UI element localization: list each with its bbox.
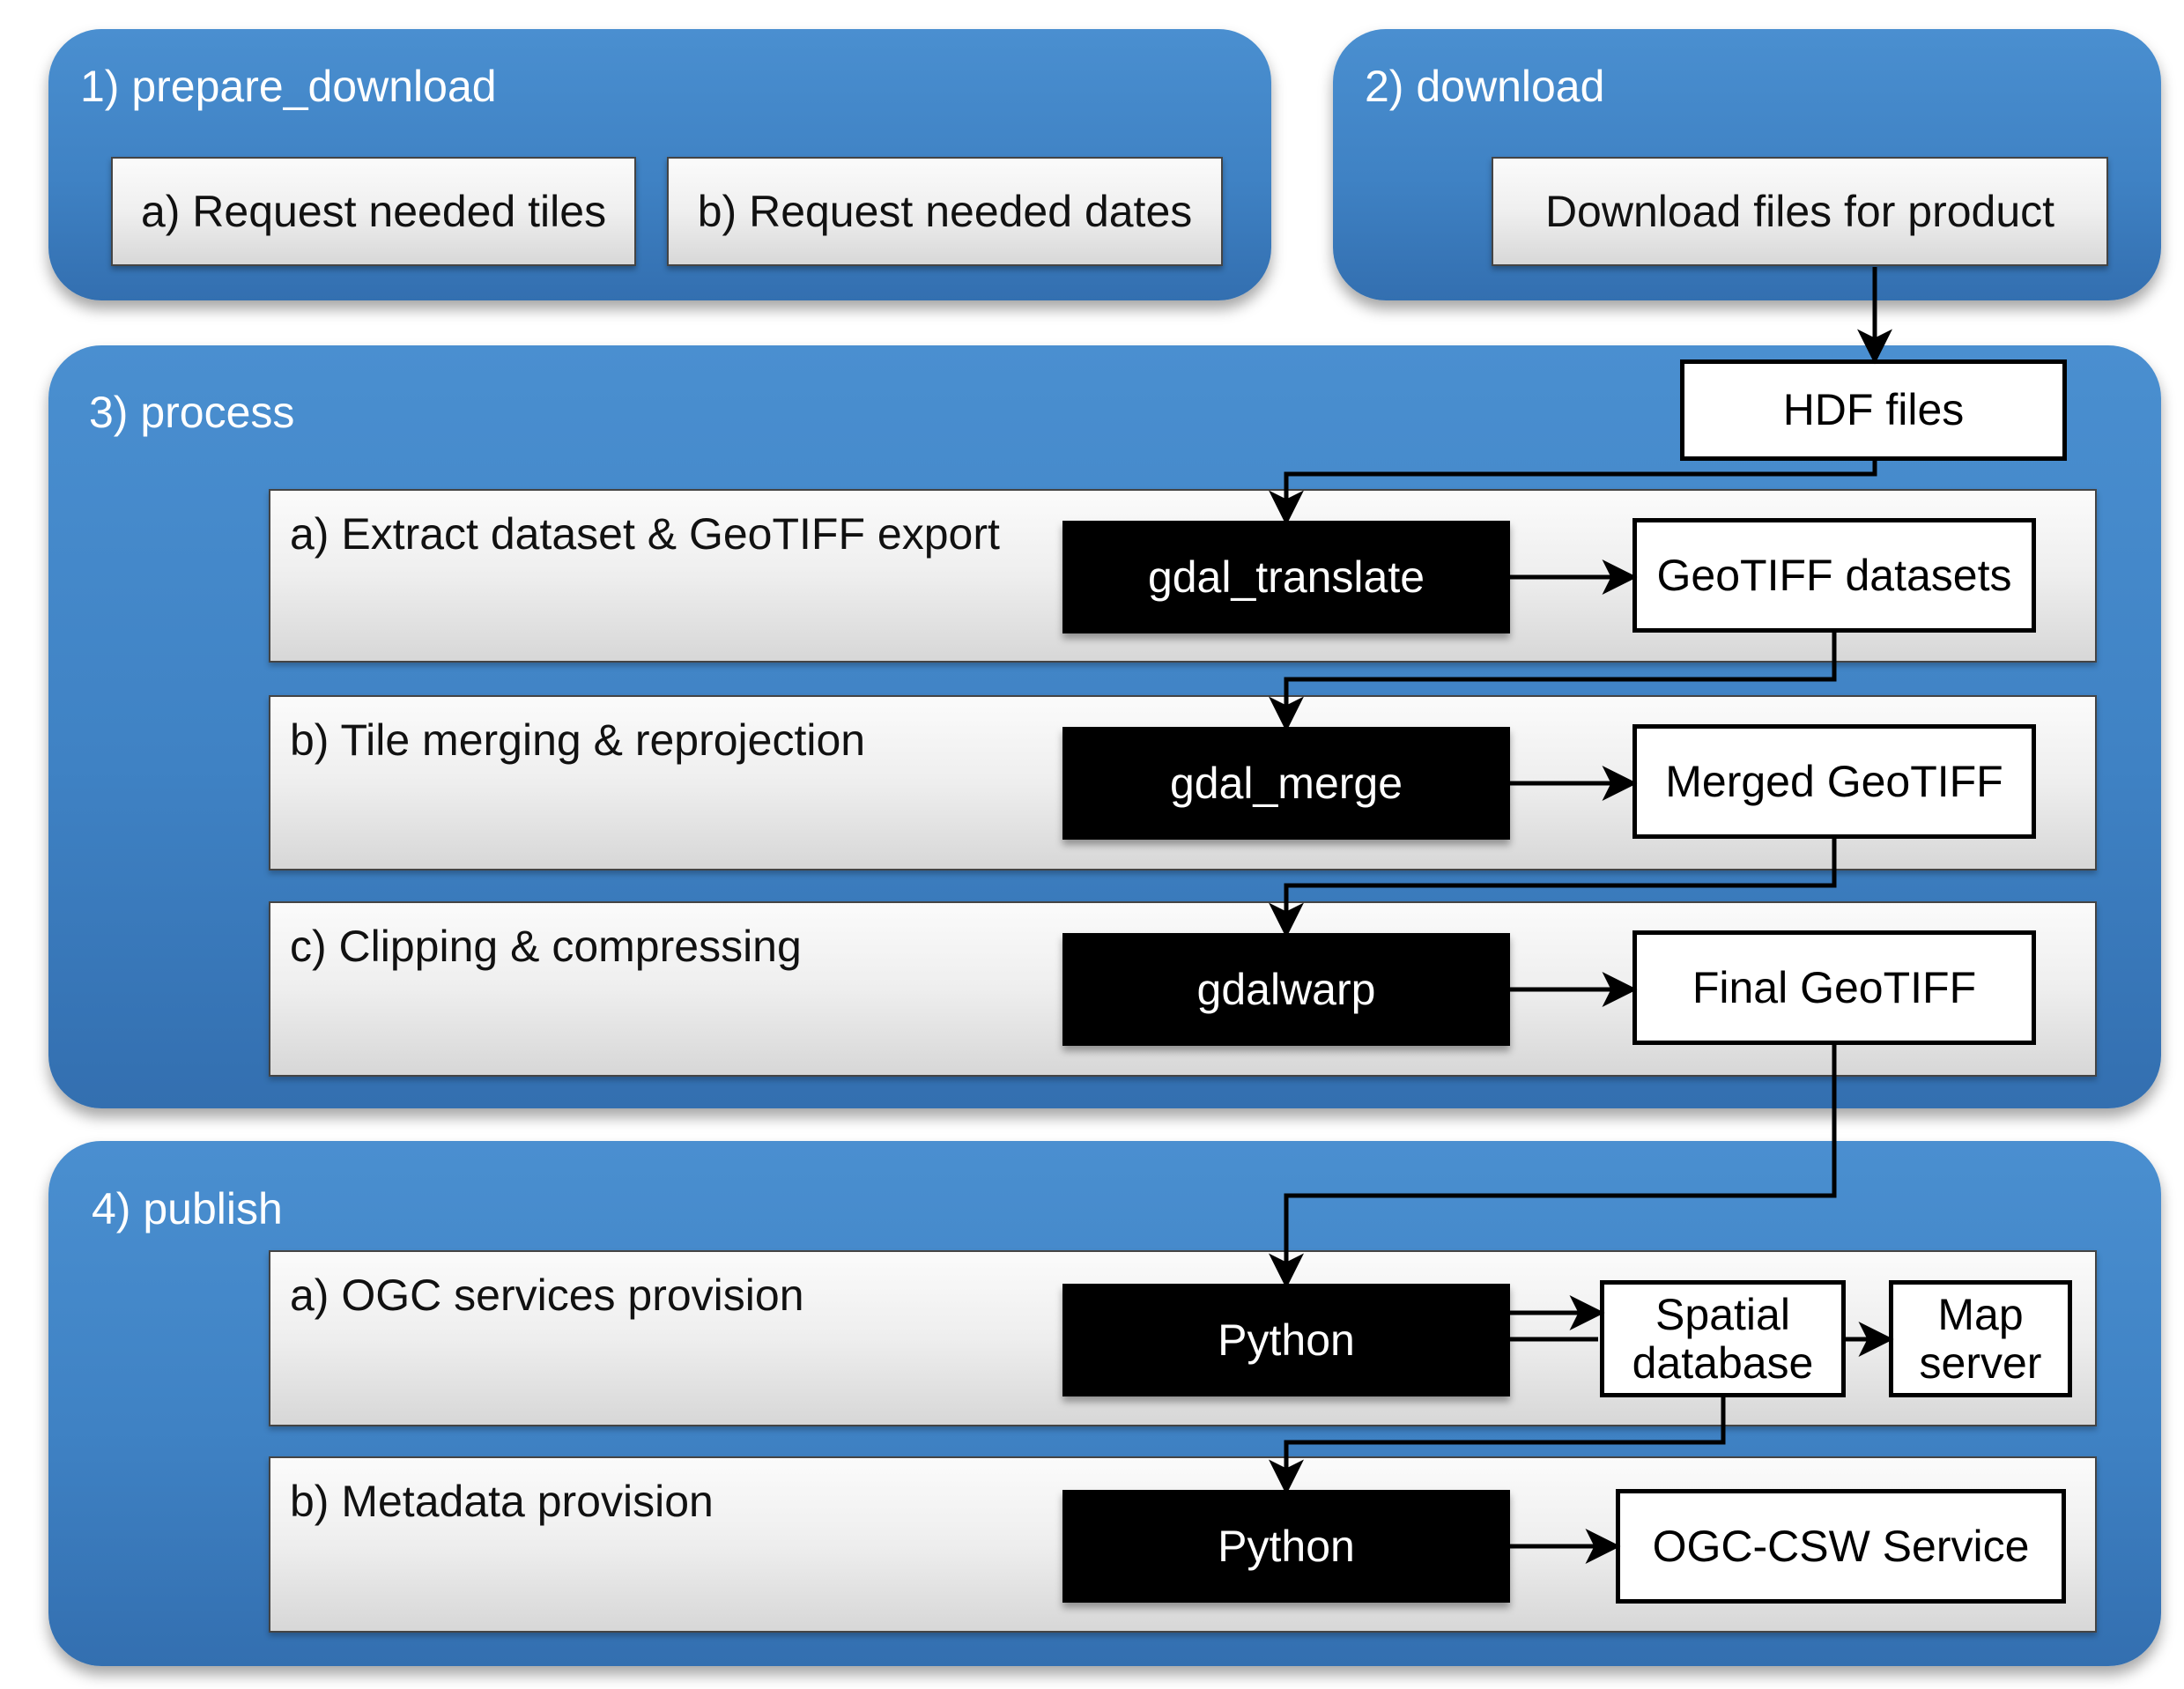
spatial-database-line2: database	[1632, 1337, 1814, 1388]
prepare-download-panel: 1) prepare_download a) Request needed ti…	[48, 29, 1271, 300]
map-server-line2: server	[1919, 1337, 2042, 1388]
publish-step-a-title: a) OGC services provision	[290, 1270, 804, 1320]
gdal-merge-tool: gdal_merge	[1062, 727, 1510, 840]
prepare-download-title: 1) prepare_download	[80, 62, 497, 111]
request-tiles-step: a) Request needed tiles	[111, 157, 636, 266]
spatial-database-line1: Spatial	[1655, 1289, 1790, 1339]
process-step-a-title: a) Extract dataset & GeoTIFF export	[290, 509, 1000, 559]
map-server-box: Map server	[1889, 1280, 2072, 1397]
gdalwarp-tool: gdalwarp	[1062, 933, 1510, 1046]
hdf-files-box: HDF files	[1680, 359, 2067, 461]
spatial-database-box: Spatial database	[1600, 1280, 1846, 1397]
process-title: 3) process	[89, 388, 295, 437]
download-files-step: Download files for product	[1492, 157, 2108, 266]
publish-step-b-title: b) Metadata provision	[290, 1477, 714, 1526]
process-step-c-title: c) Clipping & compressing	[290, 922, 802, 971]
merged-geotiff-box: Merged GeoTIFF	[1632, 724, 2036, 839]
python-metadata-tool: Python	[1062, 1490, 1510, 1603]
download-panel: 2) download Download files for product	[1333, 29, 2161, 300]
final-geotiff-box: Final GeoTIFF	[1632, 930, 2036, 1045]
download-title: 2) download	[1365, 62, 1605, 111]
geotiff-datasets-box: GeoTIFF datasets	[1632, 518, 2036, 633]
gdal-translate-tool: gdal_translate	[1062, 521, 1510, 633]
map-server-line1: Map	[1937, 1289, 2024, 1339]
publish-title: 4) publish	[92, 1184, 283, 1233]
request-dates-step: b) Request needed dates	[667, 157, 1223, 266]
python-ogc-tool: Python	[1062, 1284, 1510, 1396]
ogc-csw-service-box: OGC-CSW Service	[1616, 1489, 2066, 1604]
process-step-b-title: b) Tile merging & reprojection	[290, 715, 866, 765]
